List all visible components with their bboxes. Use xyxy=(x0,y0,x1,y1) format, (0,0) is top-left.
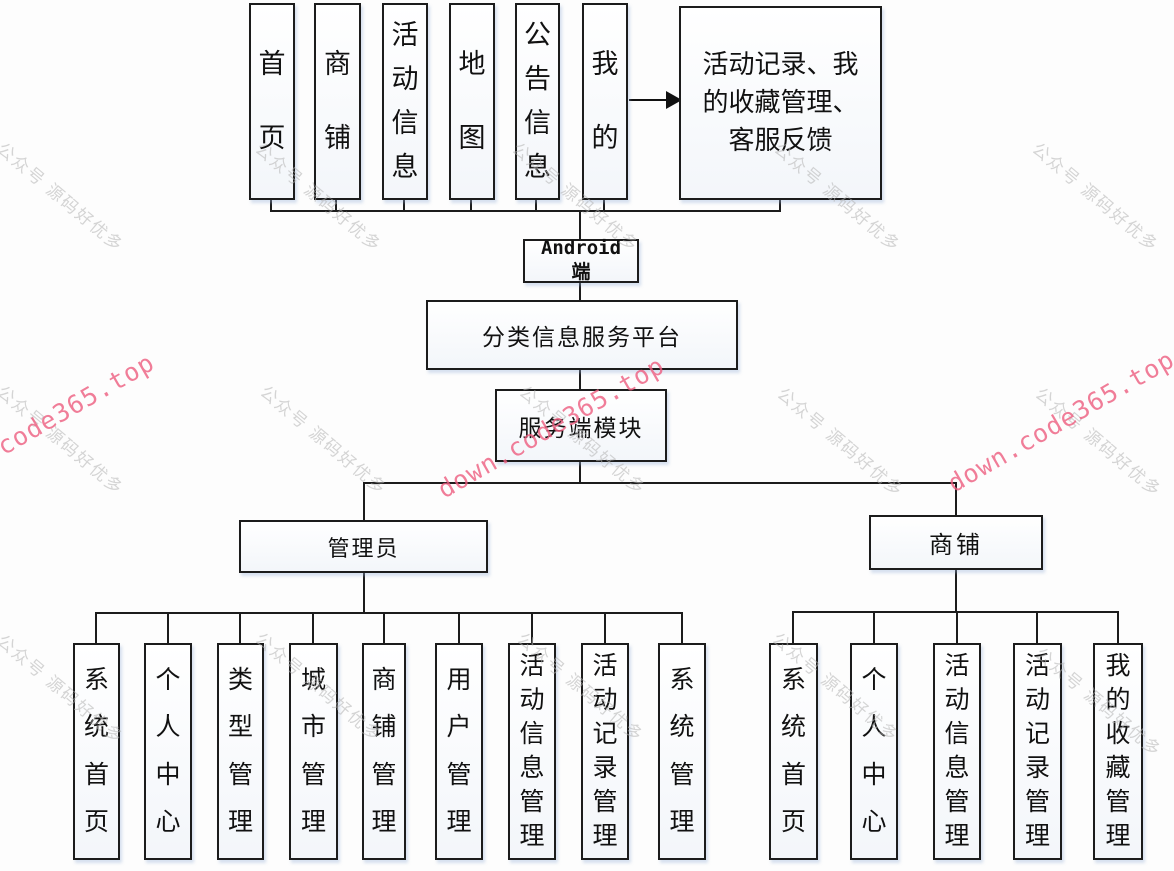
connector xyxy=(531,612,533,643)
connector xyxy=(312,612,314,643)
connector xyxy=(95,612,97,643)
node-label: 活动记录管理 xyxy=(1024,653,1050,850)
node-label: 商铺 xyxy=(324,49,351,153)
connector xyxy=(792,611,794,643)
node-platform: 分类信息服务平台 xyxy=(426,300,738,370)
connector xyxy=(167,612,169,643)
node-label: 我的 xyxy=(591,49,619,153)
node-tab-home: 首页 xyxy=(249,3,295,200)
node-server-module: 服务端模块 xyxy=(495,389,667,462)
connector xyxy=(604,612,606,643)
connector xyxy=(1036,611,1038,643)
node-label: 活动信息管理 xyxy=(519,653,545,850)
node-tab-map: 地图 xyxy=(449,3,495,200)
arrow-head-icon xyxy=(666,91,682,109)
node-label: 个人中心 xyxy=(155,666,181,837)
connector xyxy=(458,612,460,643)
node-label: 活动信息 xyxy=(391,20,419,182)
node-label: 活动记录管理 xyxy=(592,653,618,850)
connector xyxy=(792,611,1119,613)
watermark-wechat: 公众号 源码好优多 xyxy=(1031,384,1166,501)
node-label: 管理员 xyxy=(327,535,400,561)
node-label: 系统首页 xyxy=(780,666,806,837)
node-label: 公告信息 xyxy=(524,20,551,182)
node-label: 类型管理 xyxy=(227,666,253,837)
node-tab-mine: 我的 xyxy=(582,3,628,200)
connector xyxy=(1117,611,1119,643)
connector xyxy=(270,199,272,212)
node-label: 系统首页 xyxy=(83,666,109,837)
watermark-site: down.code365.top xyxy=(0,347,160,502)
arrow-line xyxy=(629,99,667,101)
watermark-wechat: 公众号 源码好优多 xyxy=(0,382,128,499)
connector xyxy=(470,199,472,212)
connector xyxy=(383,612,385,643)
node-label: 活动信息管理 xyxy=(944,653,970,850)
connector xyxy=(779,199,781,212)
node-admin-system-home: 系统首页 xyxy=(73,643,120,860)
node-role-shop: 商铺 xyxy=(869,515,1043,570)
node-admin-city-mgmt: 城市管理 xyxy=(289,643,338,860)
connector xyxy=(363,482,365,520)
node-label: 分类信息服务平台 xyxy=(482,324,682,350)
node-android-client: Android 端 xyxy=(523,237,639,283)
node-role-admin: 管理员 xyxy=(239,520,488,573)
node-shop-activity-record-mgmt: 活动记录管理 xyxy=(1013,643,1062,860)
watermark-wechat: 公众号 源码好优多 xyxy=(1028,139,1163,256)
connector xyxy=(535,199,537,212)
node-label: 服务端模块 xyxy=(518,414,644,441)
node-admin-user-mgmt: 用户管理 xyxy=(435,643,483,860)
node-label: 我的收藏管理 xyxy=(1105,653,1131,850)
node-admin-activity-record-mgmt: 活动记录管理 xyxy=(581,643,629,860)
connector xyxy=(579,211,581,239)
node-mine-features: 活动记录、我的收藏管理、客服反馈 xyxy=(679,6,882,200)
node-shop-system-home: 系统首页 xyxy=(769,643,818,860)
node-label: 地图 xyxy=(458,49,486,153)
node-label: 活动记录、我的收藏管理、客服反馈 xyxy=(702,50,859,155)
connector xyxy=(579,462,581,483)
connector xyxy=(239,612,241,643)
node-tab-shop: 商铺 xyxy=(314,3,361,200)
watermark-wechat: 公众号 源码好优多 xyxy=(0,139,128,256)
node-label: 商铺管理 xyxy=(371,666,397,837)
connector xyxy=(270,210,781,212)
node-admin-activity-info-mgmt: 活动信息管理 xyxy=(508,643,556,860)
connector xyxy=(95,612,683,614)
connector xyxy=(403,199,405,212)
connector xyxy=(335,199,337,212)
node-label: Android 端 xyxy=(540,237,622,283)
connector xyxy=(363,482,957,484)
node-label: 用户管理 xyxy=(446,666,472,837)
node-tab-notice-info: 公告信息 xyxy=(515,3,560,200)
connector xyxy=(955,482,957,515)
watermark-site: down.code365.top xyxy=(942,344,1174,499)
node-admin-type-mgmt: 类型管理 xyxy=(217,643,264,860)
node-shop-activity-info-mgmt: 活动信息管理 xyxy=(933,643,981,860)
connector xyxy=(579,283,581,300)
node-label: 商铺 xyxy=(929,533,983,559)
node-admin-shop-mgmt: 商铺管理 xyxy=(362,643,406,860)
connector xyxy=(681,612,683,643)
node-label: 系统管理 xyxy=(669,666,695,837)
node-shop-personal-center: 个人中心 xyxy=(850,643,898,860)
node-label: 个人中心 xyxy=(861,666,887,837)
node-label: 首页 xyxy=(258,49,286,153)
connector xyxy=(955,570,957,613)
connector xyxy=(956,611,958,643)
node-shop-favorites-mgmt: 我的收藏管理 xyxy=(1093,643,1143,860)
connector xyxy=(603,199,605,212)
node-tab-activity-info: 活动信息 xyxy=(382,3,428,200)
connector xyxy=(873,611,875,643)
connector xyxy=(579,370,581,389)
node-admin-personal-center: 个人中心 xyxy=(144,643,192,860)
node-label: 城市管理 xyxy=(300,666,326,837)
connector xyxy=(363,573,365,614)
node-admin-system-mgmt: 系统管理 xyxy=(658,643,706,860)
